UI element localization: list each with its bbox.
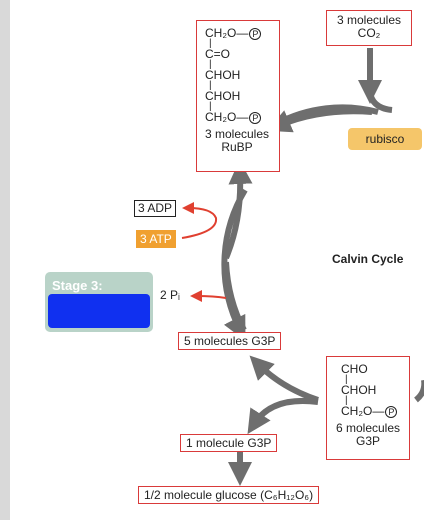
bond-line: | <box>345 374 348 385</box>
g3p-name: G3P <box>355 434 380 448</box>
co2-name: CO₂ <box>357 26 381 40</box>
phosphate-symbol: P <box>249 111 262 124</box>
bond-line: | <box>209 80 212 91</box>
rubp-line-2: C=O <box>205 47 231 61</box>
atp-adp-arrow <box>181 202 218 239</box>
branch-arrow-to-one-g3p <box>247 398 319 435</box>
co2-join <box>367 91 393 113</box>
stage-title: Stage 3: <box>52 278 103 293</box>
bond-line: | <box>209 101 212 112</box>
cycle-arc-left-upper <box>223 160 253 260</box>
rubp-name: RuBP <box>221 140 253 154</box>
g3p-line-3: CH₂O—P <box>341 405 405 418</box>
bond-line: | <box>345 395 348 406</box>
adp-label: 3 ADP <box>134 200 177 217</box>
phosphate-symbol: P <box>385 405 398 418</box>
rubp-line-3: CHOH <box>205 68 241 82</box>
phosphate-label: 2 Pᵢ <box>160 288 180 302</box>
cycle-arc-bottom-left <box>249 355 319 403</box>
rubp-molecule-box: CH₂O—P | C=O | CHOH | CHOH | CH₂O—P 3 mo… <box>196 20 280 172</box>
bond-line: | <box>209 38 212 49</box>
g3p-line-2: CHOH <box>341 383 377 397</box>
rubp-line-1: CH₂O—P <box>205 27 275 40</box>
redacted-stage-description <box>48 294 150 328</box>
glucose-box: 1/2 molecule glucose (C₆H₁₂O₆) <box>138 486 320 504</box>
stage-card: Stage 3: <box>45 272 153 332</box>
rubp-count: 3 molecules <box>204 127 270 141</box>
cycle-title: Calvin Cycle <box>332 252 404 266</box>
phosphate-arrow <box>190 290 227 303</box>
cycle-arc-left-lower <box>223 261 247 332</box>
phosphate-symbol: P <box>249 27 262 40</box>
g3p-count: 6 molecules <box>335 421 401 435</box>
g3p-molecule-box: CHO | CHOH | CH₂O—P 6 molecules G3P <box>326 356 410 460</box>
left-edge-strip <box>0 0 10 520</box>
rubisco-enzyme-label: rubisco <box>348 128 422 150</box>
g3p-line-1: CHO <box>341 362 368 376</box>
co2-box: 3 molecules CO₂ <box>326 10 412 46</box>
rubp-line-5: CH₂O—P <box>205 111 275 124</box>
bond-line: | <box>209 59 212 70</box>
one-g3p-box: 1 molecule G3P <box>180 434 278 452</box>
five-g3p-box: 5 molecules G3P <box>178 332 282 350</box>
cycle-arc-right <box>414 380 424 403</box>
cycle-arc-top <box>266 108 373 133</box>
rubp-line-4: CHOH <box>205 89 241 103</box>
co2-count: 3 molecules <box>336 13 402 27</box>
atp-label: 3 ATP <box>136 230 176 248</box>
